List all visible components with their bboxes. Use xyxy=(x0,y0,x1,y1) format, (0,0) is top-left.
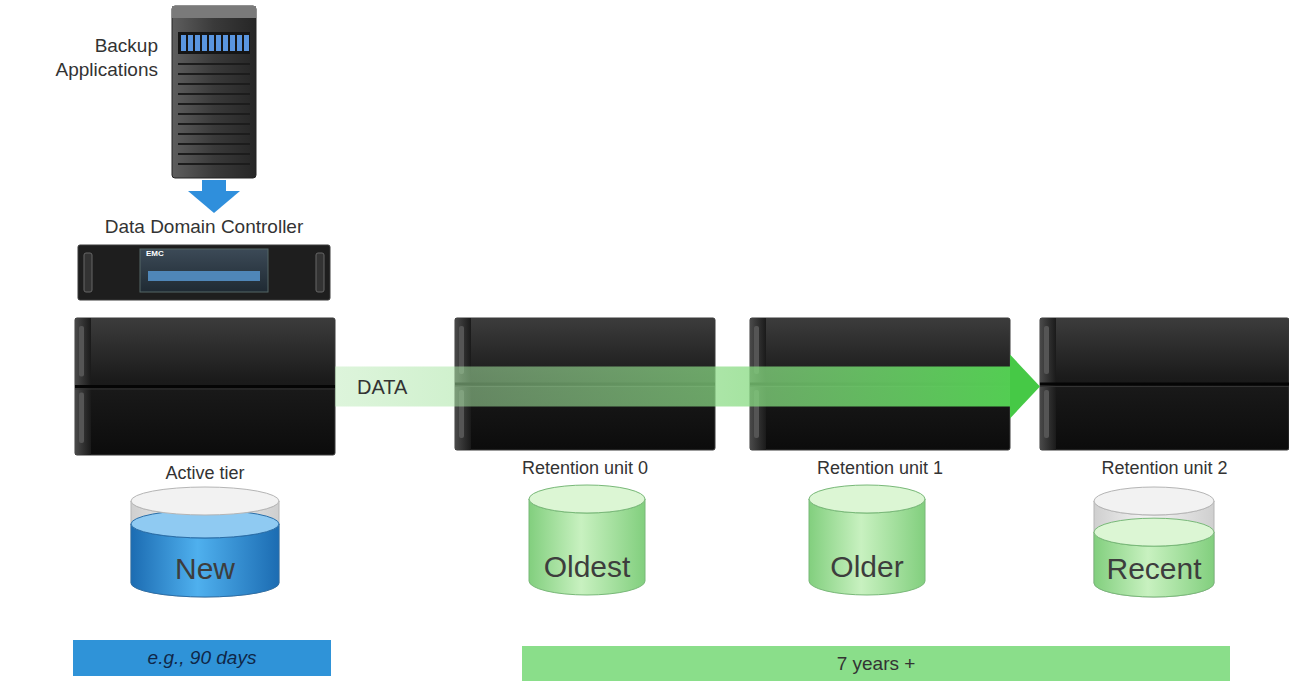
data-cylinder: Older xyxy=(808,484,926,596)
cylinder-label: Older xyxy=(830,550,903,584)
storage-shelf xyxy=(1040,318,1289,450)
data-cylinder: Recent xyxy=(1093,486,1215,598)
storage-shelf xyxy=(75,318,335,455)
appliance-body xyxy=(75,318,335,455)
band-label: e.g., 90 days xyxy=(148,647,257,669)
shelf-handle xyxy=(79,393,84,444)
flow-arrow xyxy=(202,180,226,191)
server-label: Backup Applications xyxy=(12,34,158,82)
unit-caption: Data Domain Controller xyxy=(105,213,304,241)
storage-unit: Data Domain Controller xyxy=(78,213,330,300)
appliance-body xyxy=(1040,318,1289,450)
shelf-handle xyxy=(79,326,84,377)
cylinder-label: New xyxy=(175,552,235,586)
edge-label: DATA xyxy=(357,375,407,399)
server-node: Backup Applications xyxy=(12,4,264,180)
unit-caption: Retention unit 0 xyxy=(522,454,648,482)
data-cylinder: New xyxy=(130,486,280,598)
shelf-divider xyxy=(75,389,335,390)
front-panel xyxy=(140,249,268,292)
shelf-divider xyxy=(75,385,335,388)
rack-handle xyxy=(316,253,324,292)
data-cylinder: Oldest xyxy=(528,484,646,596)
cylinder-label: Recent xyxy=(1106,552,1201,586)
appliance-body xyxy=(78,245,330,300)
unit-caption: Retention unit 1 xyxy=(817,454,943,482)
time-band: 7 years + xyxy=(522,646,1230,681)
server-icon xyxy=(168,4,260,180)
edge-label-holder: DATA xyxy=(357,375,407,399)
unit-caption: Active tier xyxy=(165,459,244,487)
panel-band xyxy=(148,271,260,281)
controller-appliance xyxy=(78,245,330,300)
time-band: e.g., 90 days xyxy=(73,640,331,676)
cylinder-label: Oldest xyxy=(544,550,631,584)
shelf-divider xyxy=(1040,386,1289,387)
shelf-divider xyxy=(1040,383,1289,386)
shelf-handle xyxy=(1044,326,1049,374)
storage-unit: Active tier xyxy=(75,318,335,487)
band-label: 7 years + xyxy=(837,653,916,675)
rack-handle xyxy=(84,253,92,292)
storage-unit: Retention unit 1 xyxy=(750,318,1010,482)
brand-logo: EMC xyxy=(146,249,164,258)
data-arrow xyxy=(335,367,1010,407)
storage-unit: Retention unit 0 xyxy=(455,318,715,482)
label-holder: EMC xyxy=(146,249,164,258)
storage-unit: Retention unit 2 xyxy=(1040,318,1289,482)
unit-caption: Retention unit 2 xyxy=(1101,454,1227,482)
shelf-handle xyxy=(1044,390,1049,438)
